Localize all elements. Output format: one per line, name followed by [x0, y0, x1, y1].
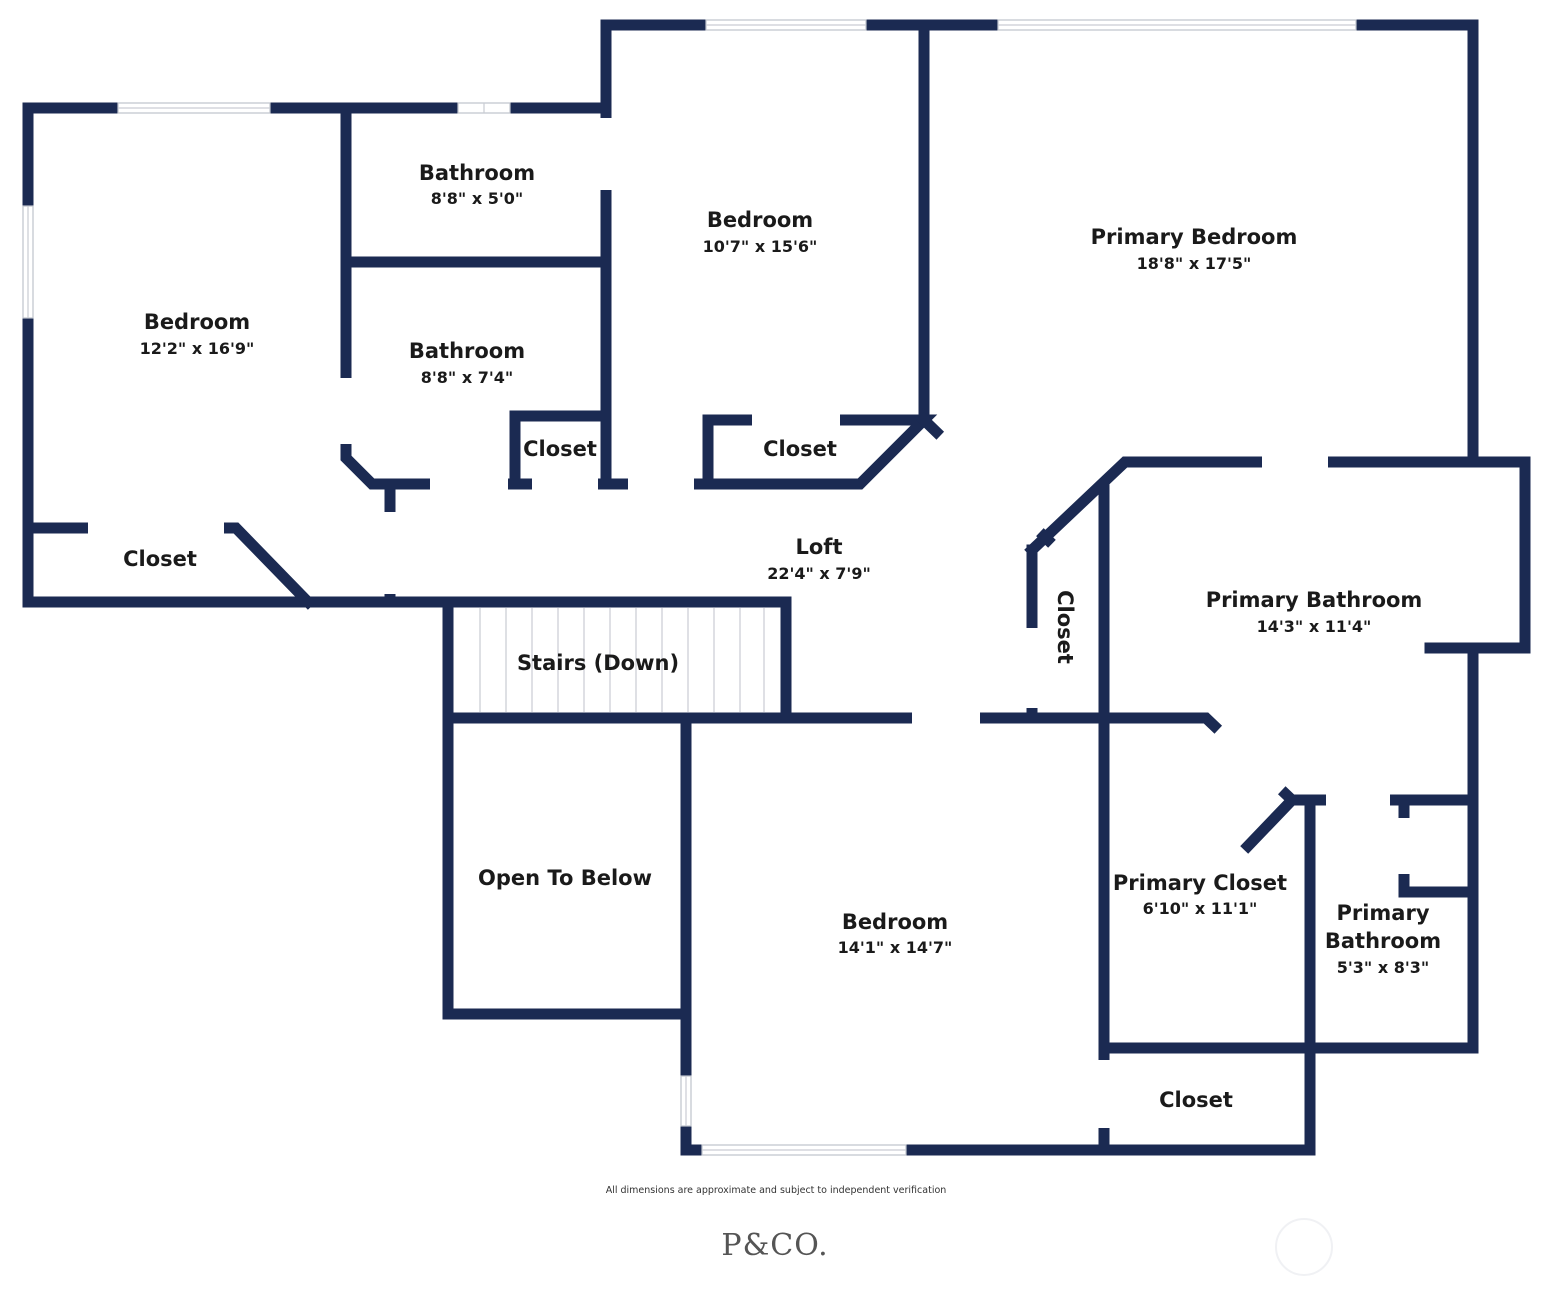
- room-dims-primary-bath-small: 5'3" x 8'3": [1337, 958, 1429, 977]
- room-dims-bedroom-west: 12'2" x 16'9": [140, 339, 255, 358]
- room-dims-primary-closet: 6'10" x 11'1": [1143, 899, 1258, 918]
- room-name-primary-bath-small-1: Primary: [1336, 901, 1429, 925]
- room-dims-primary-bedroom: 18'8" x 17'5": [1137, 254, 1252, 273]
- room-name-closet-center: Closet: [763, 437, 837, 461]
- room-name-primary-bath-small-2: Bathroom: [1325, 929, 1441, 953]
- windows: [22, 19, 1357, 1156]
- stair-treads: [479, 608, 765, 712]
- room-dims-bath-upper: 8'8" x 5'0": [431, 189, 523, 208]
- room-name-bedroom-south: Bedroom: [842, 910, 948, 934]
- room-name-open-below: Open To Below: [478, 866, 652, 890]
- room-name-primary-bedroom: Primary Bedroom: [1091, 225, 1298, 249]
- room-dims-bedroom-center: 10'7" x 15'6": [703, 237, 818, 256]
- room-name-closet-south: Closet: [1159, 1088, 1233, 1112]
- room-name-stairs: Stairs (Down): [517, 651, 679, 675]
- room-name-bath-lower: Bathroom: [409, 339, 525, 363]
- room-name-closet-west: Closet: [123, 547, 197, 571]
- room-name-bath-upper: Bathroom: [419, 161, 535, 185]
- room-dims-bath-lower: 8'8" x 7'4": [421, 368, 513, 387]
- company-logo: P&CO.: [721, 1228, 828, 1263]
- disclaimer-text: All dimensions are approximate and subje…: [606, 1185, 947, 1196]
- room-dims-loft: 22'4" x 7'9": [767, 564, 871, 583]
- room-name-primary-closet: Primary Closet: [1113, 871, 1287, 895]
- room-name-loft: Loft: [796, 535, 843, 559]
- room-name-bedroom-center: Bedroom: [707, 208, 813, 232]
- room-name-primary-bathroom: Primary Bathroom: [1206, 588, 1423, 612]
- room-dims-primary-bathroom: 14'3" x 11'4": [1257, 617, 1372, 636]
- room-name-bedroom-west: Bedroom: [144, 310, 250, 334]
- watermark-circle: [1275, 1218, 1333, 1276]
- room-name-closet-loft: Closet: [1053, 590, 1077, 664]
- door-openings: [88, 118, 1411, 1128]
- room-name-closet-bath: Closet: [523, 437, 597, 461]
- room-labels: Bedroom 12'2" x 16'9" Closet Bathroom 8'…: [123, 161, 1441, 1112]
- room-dims-bedroom-south: 14'1" x 14'7": [838, 938, 953, 957]
